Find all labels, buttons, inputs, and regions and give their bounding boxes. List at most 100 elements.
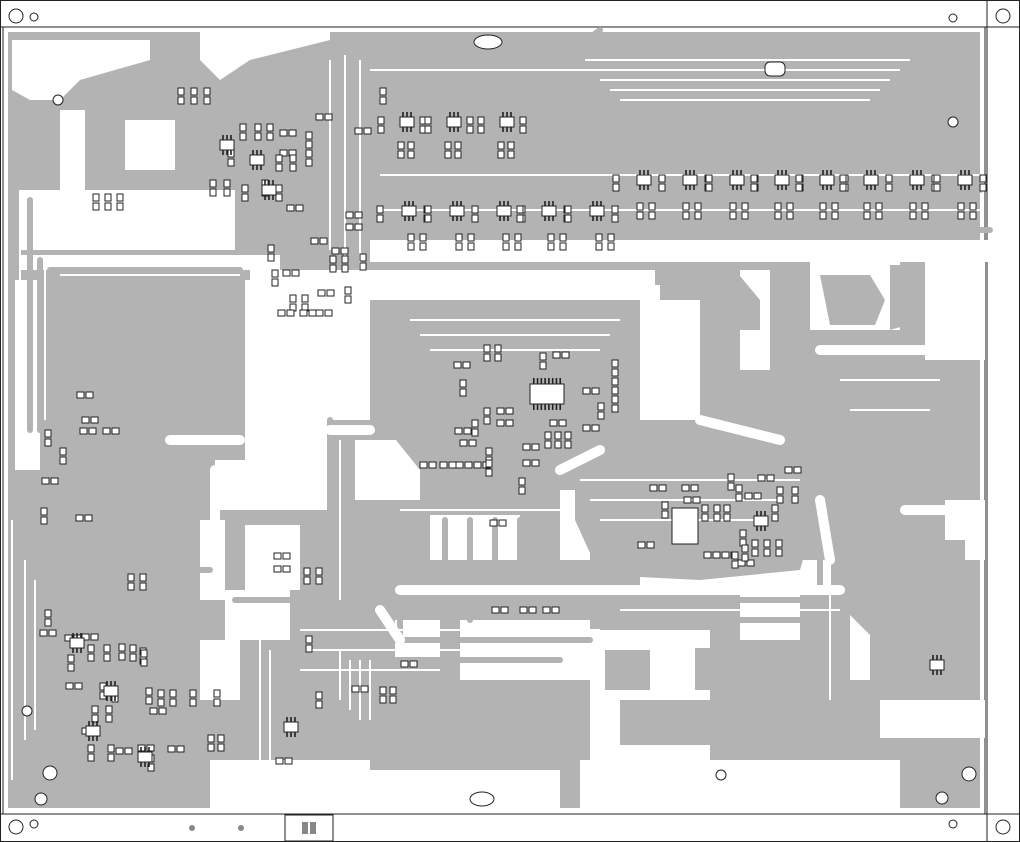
smd-pad (378, 126, 384, 133)
smd-pad (170, 690, 176, 697)
smd-pad (285, 758, 292, 764)
smd-pad (472, 215, 478, 222)
smd-pad (506, 420, 513, 426)
smd-pad (306, 150, 312, 157)
smd-pad (108, 745, 114, 752)
smd-pad (637, 212, 643, 219)
smd-pad (767, 475, 774, 481)
smd-pad (706, 184, 712, 191)
smd-pad (934, 175, 940, 182)
smd-pad (332, 248, 339, 254)
smd-pad (613, 175, 619, 182)
smd-pad (255, 124, 261, 131)
smd-pad (832, 212, 838, 219)
transistor-body (497, 206, 511, 216)
smd-pad (268, 254, 274, 261)
smd-pad (702, 505, 708, 512)
smd-pad (41, 517, 47, 524)
smd-pad (552, 607, 559, 613)
smd-pad (456, 243, 462, 250)
smd-pad (360, 254, 366, 261)
hole-frame-tr2 (949, 14, 957, 22)
smd-pad (583, 425, 590, 431)
smd-pad (555, 441, 561, 448)
smd-pad (596, 243, 602, 250)
smd-pad (647, 542, 654, 548)
smd-pad (93, 203, 99, 210)
smd-pad (478, 126, 484, 133)
smd-pad (190, 699, 196, 706)
hole-frame-br (996, 820, 1010, 834)
smd-pad (832, 203, 838, 210)
hole-bottom-right (962, 767, 976, 781)
smd-pad (498, 142, 504, 149)
smd-pad (742, 554, 748, 561)
smd-pad (410, 661, 417, 667)
smd-pad (545, 441, 551, 448)
smd-pad (742, 212, 748, 219)
smd-pad (158, 699, 164, 706)
smd-pad (503, 243, 509, 250)
smd-pad (484, 417, 490, 424)
smd-pad (296, 205, 303, 211)
transistor-body (754, 516, 768, 526)
transistor-body (637, 175, 651, 185)
smd-pad (105, 203, 111, 210)
smd-pad (240, 133, 246, 140)
smd-pad (320, 238, 327, 244)
smd-pad (980, 175, 986, 182)
smd-pad (80, 428, 87, 434)
smd-pad (106, 706, 112, 713)
smd-pad (608, 243, 614, 250)
smd-pad (104, 654, 110, 661)
smd-pad (545, 432, 551, 439)
smd-pad (92, 706, 98, 713)
smd-pad (980, 184, 986, 191)
smd-pad (732, 561, 738, 568)
smd-pad (210, 180, 216, 187)
smd-pad (287, 205, 294, 211)
smd-pad (306, 141, 312, 148)
smd-pad (777, 487, 783, 494)
smd-pad (267, 133, 273, 140)
transistor-body (590, 206, 604, 216)
smd-pad (309, 310, 316, 316)
smd-pad (565, 441, 571, 448)
smd-pad (283, 566, 290, 572)
smd-pad (240, 124, 246, 131)
smd-pad (342, 265, 348, 272)
smd-pad (276, 194, 282, 201)
smd-pad (276, 185, 282, 192)
smd-pad (91, 417, 98, 423)
smd-pad (876, 212, 882, 219)
smd-pad (517, 215, 523, 222)
smd-pad (474, 462, 481, 468)
smd-pad (608, 234, 614, 241)
smd-pad (316, 568, 322, 575)
smd-pad (910, 203, 916, 210)
smd-pad (659, 485, 666, 491)
smd-pad (472, 206, 478, 213)
smd-pad (519, 487, 525, 494)
smd-pad (460, 380, 466, 387)
smd-pad (695, 203, 701, 210)
smd-pad (341, 248, 348, 254)
smd-pad (503, 234, 509, 241)
smd-pad (283, 270, 290, 276)
smd-pad (346, 224, 353, 230)
smd-pad (612, 206, 618, 213)
smd-pad (775, 203, 781, 210)
smd-pad (390, 687, 396, 694)
smd-pad (745, 493, 752, 499)
transistor-body (864, 175, 878, 185)
smd-pad (478, 117, 484, 124)
smd-pad (289, 130, 296, 136)
smd-pad (562, 352, 569, 358)
smd-pad (276, 758, 283, 764)
smd-pad (740, 530, 746, 537)
smd-pad (93, 194, 99, 201)
hole-frame-br2 (949, 820, 957, 828)
smd-pad (86, 392, 93, 398)
smd-pad (649, 203, 655, 210)
smd-pad (484, 408, 490, 415)
